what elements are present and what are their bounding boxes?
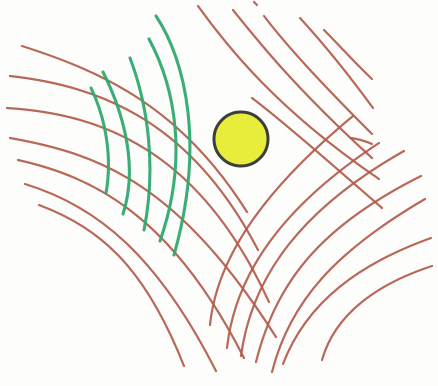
red-line-bottom-4 [256, 176, 421, 362]
green-line-3 [130, 58, 150, 230]
red-line-left-2 [10, 76, 258, 250]
red-line-bottom-7 [322, 266, 432, 360]
red-lines-top-right [198, 2, 382, 208]
sun [214, 112, 268, 166]
red-line-bottom-3 [241, 151, 404, 356]
green-line-5 [91, 88, 108, 193]
red-line-top-3 [264, 16, 372, 134]
red-line-bottom-5 [272, 199, 425, 372]
red-line-top-7 [254, 2, 257, 5]
red-line-left-5 [18, 160, 244, 358]
red-line-top-2 [300, 18, 373, 108]
sun-circle [214, 112, 268, 166]
